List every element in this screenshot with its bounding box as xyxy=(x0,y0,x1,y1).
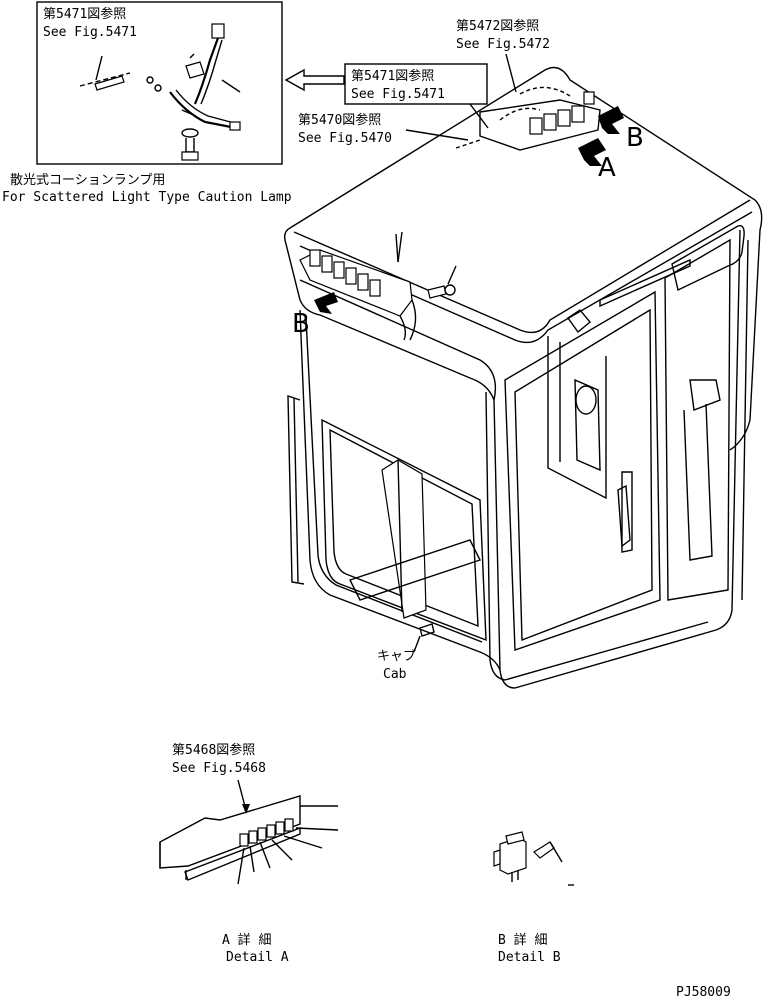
callout-5471-box xyxy=(344,63,488,105)
reference-arrow xyxy=(284,68,345,92)
callout-5472-jp: 第5472図参照 xyxy=(456,18,539,34)
callout-5468-jp: 第5468図参照 xyxy=(172,742,255,758)
roof-relay-row xyxy=(309,249,381,297)
inset-ref-jp: 第5471図参照 xyxy=(43,6,126,22)
cab-label-en: Cab xyxy=(383,667,407,682)
view-marker-a: A xyxy=(598,153,616,183)
view-marker-b-left: B xyxy=(292,309,310,339)
detail-a-title-en: Detail A xyxy=(226,950,289,965)
detail-a-drawing xyxy=(159,795,339,885)
view-arrow-b-left xyxy=(314,292,338,314)
drawing-code: PJ58009 xyxy=(676,985,731,999)
view-marker-b-top: B xyxy=(626,123,644,153)
callout-5468-en: See Fig.5468 xyxy=(172,761,266,776)
view-arrow-a xyxy=(578,138,606,166)
inset-box: 第5471図参照 See Fig.5471 xyxy=(36,1,283,165)
detail-b-title-en: Detail B xyxy=(498,950,561,965)
detail-a-title-jp: A 詳 細 xyxy=(222,932,271,948)
callout-5472-en: See Fig.5472 xyxy=(456,37,550,52)
cab-label-jp: キャブ xyxy=(377,648,416,664)
callout-5471-en: See Fig.5471 xyxy=(351,87,445,102)
callout-5471-jp: 第5471図参照 xyxy=(351,68,434,84)
cab-drawing xyxy=(283,66,763,689)
callout-5470-en: See Fig.5470 xyxy=(298,131,392,146)
inset-caption-jp: 散光式コーションランプ用 xyxy=(10,173,165,188)
detail-b-drawing xyxy=(493,831,574,886)
detail-b-title-jp: B 詳 細 xyxy=(498,932,547,948)
inset-caption-en: For Scattered Light Type Caution Lamp xyxy=(2,190,292,205)
callout-5470-jp: 第5470図参照 xyxy=(298,112,381,128)
view-arrow-b-top xyxy=(598,106,624,134)
inset-ref-en: See Fig.5471 xyxy=(43,25,137,40)
